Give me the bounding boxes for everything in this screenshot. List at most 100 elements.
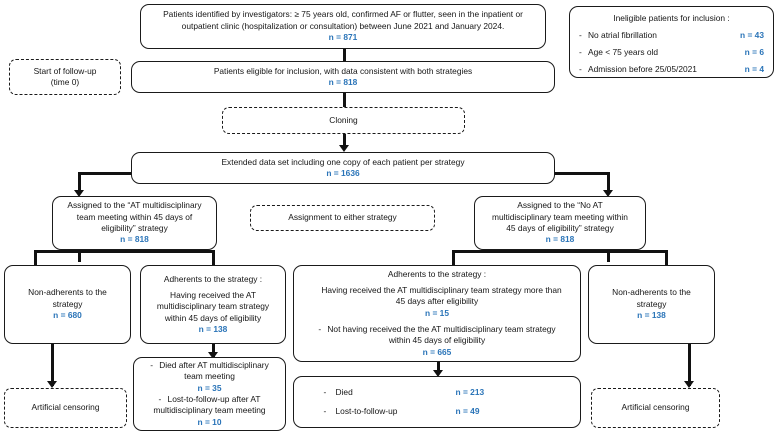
connector-noat-split-h [452,250,667,253]
nonadherents-left-line1: Non-adherents to the [28,287,107,298]
eligible-count: n = 818 [328,77,358,87]
connector-identified-to-eligible [343,48,346,64]
assigned-noat-count: n = 818 [545,234,575,245]
adherents-right-item2-line1: Not having received the the AT multidisc… [327,323,556,334]
ineligible-row-value: n = 6 [744,47,764,58]
outcomes-left-item2-dash: - [158,394,162,404]
connector-extended-right-v [607,172,610,194]
assigned-at-count: n = 818 [120,234,149,245]
outcomes-left-item2-count: n = 10 [197,416,222,427]
outcomes-right-row-label: Lost-to-follow-up [335,405,398,416]
ineligible-row: - Admission before 25/05/2021 n = 4 [579,64,764,75]
ineligible-row: - No atrial fibrillation n = 43 [579,30,764,41]
arrowhead-extended-to-assigned-at [74,190,84,197]
arrowhead-outcomes-left [208,352,218,359]
outcomes-left-item-2: - Lost-to-follow-up after AT multidiscip… [139,394,280,428]
identified-line1: Patients identified by investigators: ≥ … [163,9,523,20]
connector-extended-left-h [78,172,140,175]
assigned-at-line3: eligibility” strategy [101,223,168,233]
adherents-right-item1-line2: 45 days after eligibility [395,296,479,307]
nonadherents-right-line2: strategy [636,298,667,309]
assigned-noat-line1: Assigned to the “No AT [517,200,603,211]
eligible-line1: Patients eligible for inclusion, with da… [213,65,473,76]
node-ineligible-patients: Ineligible patients for inclusion : - No… [569,6,774,78]
cloning-label: Cloning [329,114,358,125]
arrowhead-extended-to-assigned-noat [603,190,613,197]
nonadherents-left-count: n = 680 [53,310,82,321]
adherents-right-header: Adherents to the strategy : [387,269,487,279]
node-nonadherents-right: Non-adherents to the strategy n = 138 [588,265,715,344]
outcomes-right-row-dash: - [323,405,327,416]
assigned-noat-line2: multidisciplinary team meeting within [492,211,628,222]
adherents-right-item2-count: n = 665 [422,346,452,357]
connector-nonadherents-left-to-censoring [51,344,54,386]
connector-noat-to-nonadherents [665,250,668,266]
node-cloning: Cloning [222,107,465,134]
node-artificial-censoring-right: Artificial censoring [591,388,720,428]
node-outcomes-left: - Died after AT multidisciplinary team m… [133,357,286,431]
ineligible-row-value: n = 43 [740,30,764,41]
outcomes-left-item2-line1: Lost-to-follow-up after AT [167,394,261,404]
connector-at-stub [78,250,81,262]
bullet-line: Having received the AT multidisciplinary… [299,285,575,296]
connector-cloning-to-extended [343,134,346,148]
outcomes-left-item2-line2: multidisciplinary team meeting [153,405,266,416]
adherents-left-header: Adherents to the strategy : [163,273,263,284]
assigned-noat-line3: 45 days of eligibility” strategy [506,223,614,233]
bullet-line: - Not having received the the AT multidi… [299,324,575,335]
outcomes-left-item1-count: n = 35 [197,382,222,393]
connector-noat-to-adherents [452,250,455,266]
outcomes-right-row-value: n = 49 [455,405,480,416]
ineligible-header: Ineligible patients for inclusion : [613,13,730,23]
connector-adherents-left-to-outcomes [212,344,215,357]
assigned-at-line1: Assigned to the “AT multidisciplinary [67,200,202,211]
node-outcomes-right: - Died n = 213 - Lost-to-follow-up n = 4… [293,376,581,428]
adherents-right-item-2: - Not having received the the AT multidi… [299,324,575,358]
assigned-at-line2: team meeting within 45 days of [76,211,193,222]
extended-line1: Extended data set including one copy of … [221,156,465,167]
adherents-right-item2-line2: within 45 days of eligibility [388,335,486,346]
start-followup-line1: Start of follow-up [33,65,97,76]
node-assigned-at-strategy: Assigned to the “AT multidisciplinary te… [52,196,217,250]
censoring-right-label: Artificial censoring [621,402,690,413]
connector-extended-right-h [548,172,610,175]
nonadherents-right-line1: Non-adherents to the [612,287,691,298]
outcomes-right-row-value: n = 213 [455,387,485,398]
ineligible-row-value: n = 4 [744,64,764,75]
node-adherents-right: Adherents to the strategy : Having recei… [293,265,581,362]
connector-nonadherents-right-to-censoring [688,344,691,386]
ineligible-row-label: No atrial fibrillation [588,30,657,41]
connector-extended-left-v [78,172,81,194]
node-assigned-no-at-strategy: Assigned to the “No AT multidisciplinary… [474,196,646,250]
assignment-note-label: Assignment to either strategy [288,212,397,223]
adherents-right-item2-dash: - [318,323,322,334]
outcomes-left-item1-line1: Died after AT multidisciplinary [159,359,269,370]
identified-line2: outpatient clinic (hospitalization or co… [181,20,505,31]
adherents-right-item1-count: n = 15 [425,307,449,318]
start-followup-line2: (time 0) [50,77,80,87]
nonadherents-left-line2: strategy [52,298,83,309]
connector-eligible-to-cloning [343,92,346,108]
connector-at-to-nonadherents [34,250,37,266]
node-assignment-note: Assignment to either strategy [250,205,435,231]
outcomes-left-item1-line2: team meeting [184,371,235,382]
connector-adherents-right-to-outcomes [437,362,440,374]
adherents-right-item-1: Having received the AT multidisciplinary… [299,285,575,319]
connector-at-split-h [34,250,214,253]
outcomes-right-row: - Died n = 213 [294,387,580,398]
outcomes-left-item-1: - Died after AT multidisciplinary team m… [139,360,280,394]
bullet-line: - Died after AT multidisciplinary [139,360,280,371]
ineligible-row-label: Admission before 25/05/2021 [588,64,697,75]
arrowhead-censoring-right [684,381,694,388]
connector-at-to-adherents [212,250,215,266]
extended-count: n = 1636 [326,168,360,178]
connector-noat-stub [607,250,610,262]
adherents-left-line3: within 45 days of eligibility [164,312,262,323]
node-start-of-followup: Start of follow-up (time 0) [9,59,121,95]
outcomes-right-row-dash: - [323,387,327,398]
adherents-left-count: n = 138 [198,324,228,335]
node-patients-identified: Patients identified by investigators: ≥ … [140,4,546,49]
node-artificial-censoring-left: Artificial censoring [4,388,127,428]
adherents-left-line1: Having received the AT [170,289,256,300]
